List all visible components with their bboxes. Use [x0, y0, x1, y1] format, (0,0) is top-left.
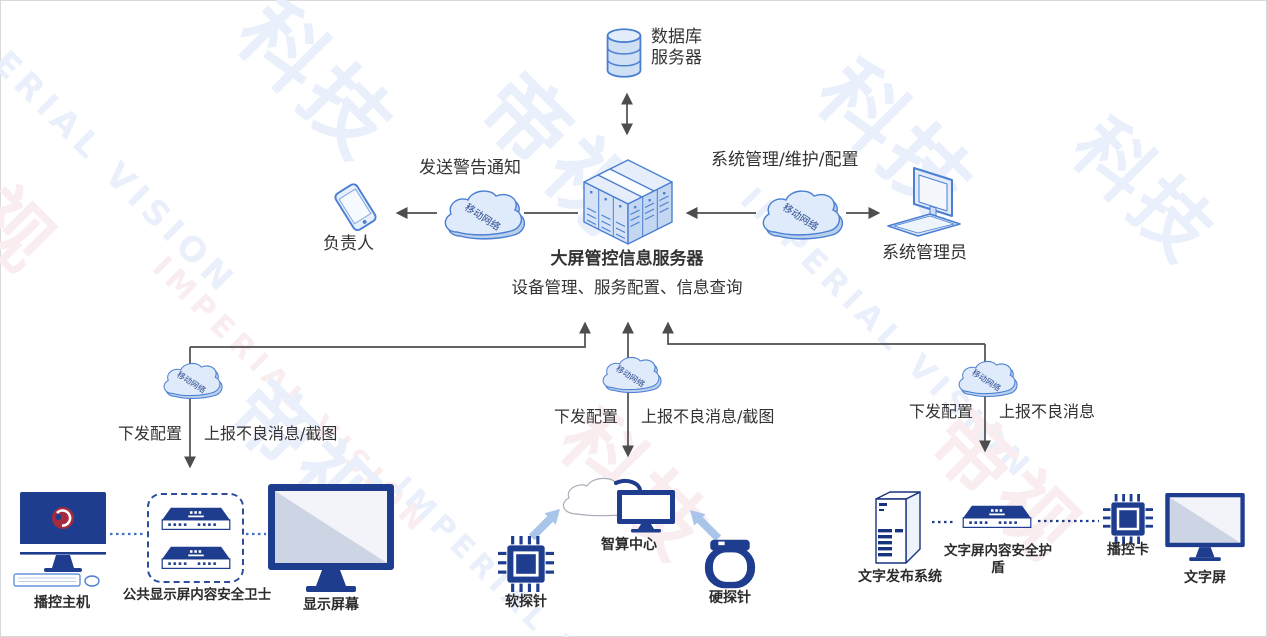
system-admin-label: 系统管理员: [882, 243, 967, 263]
main-server-title: 大屏管控信息服务器: [550, 249, 704, 269]
branch-mid-up-label: 上报不良消息/截图: [641, 407, 775, 426]
admin-computer-icon: [886, 166, 966, 246]
mobile-network-cloud-icon: 移动网络: [597, 348, 663, 402]
text-screen-label: 文字屏: [1184, 570, 1226, 586]
computing-center-label: 智算中心: [601, 537, 657, 553]
arrow-branchleft-up: [190, 321, 591, 348]
display-screen-icon: [266, 482, 396, 594]
person-in-charge-label: 负责人: [323, 234, 374, 254]
branch-mid-down-label: 下发配置: [553, 407, 618, 426]
phone-icon: [324, 180, 388, 236]
hard-probe-label: 硬探针: [709, 590, 751, 606]
broadcast-card-label: 播控卡: [1107, 542, 1149, 558]
arrow-softprobe-up: [528, 509, 560, 541]
mobile-network-cloud-icon: 移动网络: [437, 184, 527, 246]
database-icon: [603, 26, 645, 80]
network-appliance-icon: [161, 546, 230, 569]
main-server-subtitle: 设备管理、服务配置、信息查询: [511, 278, 743, 297]
database-label-line2: 服务器: [651, 48, 702, 69]
database-label: 数据库 服务器: [651, 27, 702, 70]
hard-probe-icon: [698, 538, 762, 590]
branch-left-down-label: 下发配置: [117, 424, 182, 443]
text-screen-icon: [1164, 490, 1246, 564]
broadcast-card-icon: [1102, 494, 1154, 544]
arrow-hardprobe-up: [690, 510, 722, 542]
broadcast-host-label: 播控主机: [34, 595, 90, 611]
computing-center-icon: [551, 476, 699, 534]
arrow-branchright-up: [662, 321, 985, 345]
text-shield-label: 文字屏内容安全护盾: [944, 543, 1052, 576]
text-publisher-label: 文字发布系统: [858, 569, 942, 585]
text-publisher-icon: [866, 487, 930, 567]
mobile-network-cloud-icon: 移动网络: [755, 184, 845, 246]
branch-right-down-label: 下发配置: [908, 402, 973, 421]
mobile-network-cloud-icon: 移动网络: [158, 354, 224, 408]
main-server-icon: [580, 158, 676, 246]
display-screen-label: 显示屏幕: [303, 597, 359, 613]
broadcast-host-icon: [12, 486, 114, 590]
send-warning-caption: 发送警告通知: [419, 158, 521, 178]
branch-left-up-label: 上报不良消息/截图: [204, 424, 338, 443]
branch-right-up-label: 上报不良消息: [999, 402, 1096, 421]
text-shield-appliance-icon: [958, 500, 1036, 534]
database-label-line1: 数据库: [651, 27, 702, 47]
mobile-network-cloud-icon: 移动网络: [953, 352, 1019, 406]
soft-probe-label: 软探针: [505, 594, 547, 610]
system-manage-caption: 系统管理/维护/配置: [711, 150, 859, 170]
display-guard-label: 公共显示屏内容安全卫士: [122, 587, 272, 603]
display-guard-box: [147, 493, 244, 583]
network-appliance-icon: [161, 507, 230, 530]
soft-probe-icon: [497, 536, 555, 592]
